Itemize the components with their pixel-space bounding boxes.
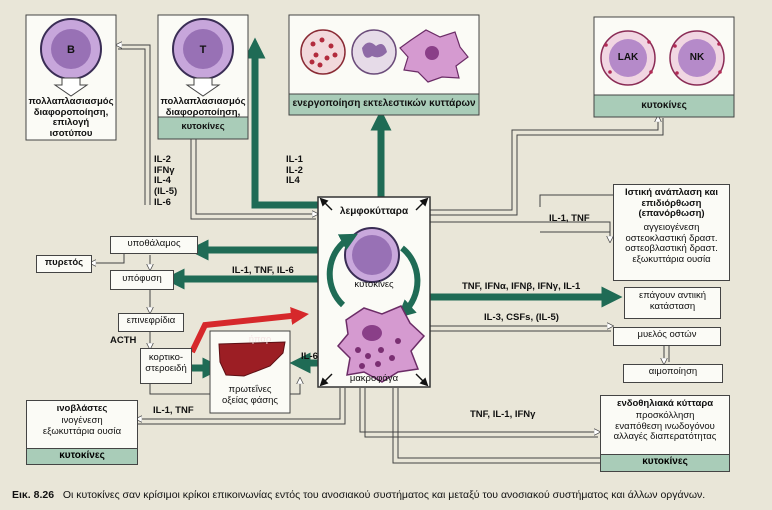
granulocyte-1 bbox=[300, 29, 346, 75]
granulocyte-1-granules bbox=[309, 37, 338, 68]
nk-cytokines-band: κυτοκίνες bbox=[641, 100, 687, 111]
b-cell-down-arrow bbox=[53, 77, 89, 97]
t-cell-cytokines-band: κυτοκίνες bbox=[181, 121, 225, 132]
tissue-cytokines: IL-1, TNF bbox=[549, 213, 590, 224]
fever-label: πυρετός bbox=[44, 257, 84, 268]
arrow-to-fibroblasts bbox=[138, 388, 341, 419]
liver-label: ήπαρ bbox=[248, 334, 272, 345]
hematopoiesis-label: αιμοποίηση bbox=[648, 366, 698, 377]
endothelium-cytokines-band: κυτοκίνες bbox=[601, 454, 729, 471]
figure-caption: Εικ. 8.26 Οι κυτοκίνες σαν κρίσιμοι κρίκ… bbox=[12, 489, 706, 502]
effector-activation-label: ενεργοποίηση εκτελεστικών κυττάρων bbox=[292, 98, 476, 109]
macrophage-nucleus bbox=[362, 325, 382, 341]
macrophage-cell bbox=[336, 305, 426, 383]
endothelium-cytokines: TNF, IL-1, IFNγ bbox=[470, 409, 536, 420]
fibroblast-cytokines: IL-1, TNF bbox=[153, 405, 194, 416]
arrow-hypo-to-fever bbox=[92, 252, 125, 263]
cytokines-label: κυτοκίνες bbox=[354, 279, 394, 290]
fibroblasts-cytokines-band: κυτοκίνες bbox=[27, 448, 137, 464]
macrophages-label: μακροφάγα bbox=[349, 373, 399, 384]
lak-cell-label: LAK bbox=[617, 52, 639, 63]
arrow-to-endothelium bbox=[359, 388, 598, 432]
macrophage-granules bbox=[355, 338, 401, 369]
corticosteroids-box: κορτικο-στεροειδή bbox=[140, 348, 192, 384]
adrenals-label: επινεφρίδια bbox=[126, 315, 176, 326]
figure-number: Εικ. 8.26 bbox=[12, 489, 55, 501]
t-cell-down-arrow bbox=[185, 77, 221, 97]
b-cell-nucleus bbox=[51, 29, 91, 69]
arrow-to-b-cells bbox=[118, 45, 151, 205]
lymphocytes-label: λεμφοκύτταρα bbox=[339, 206, 409, 217]
bone-marrow-box: μυελός οστών bbox=[613, 327, 721, 346]
nk-granules bbox=[604, 40, 722, 75]
liver-shape bbox=[218, 341, 286, 377]
arrow-center-to-t bbox=[244, 37, 322, 209]
hypothalamus-label: υποθάλαμος bbox=[127, 238, 181, 249]
hematopoiesis-box: αιμοποίηση bbox=[623, 364, 723, 383]
lymphocyte-nucleus bbox=[352, 235, 392, 275]
cycle-arrow-left bbox=[326, 233, 358, 308]
pituitary-label: υπόφυση bbox=[122, 273, 162, 284]
pituitary-box: υπόφυση bbox=[110, 270, 174, 290]
arrow-center-to-nk bbox=[430, 118, 658, 211]
il6-label: IL-6 bbox=[301, 351, 318, 362]
arrow-cortico-to-center bbox=[189, 306, 309, 354]
caption-text: Οι κυτοκίνες σαν κρίσιμοι κρίκοι επικοιν… bbox=[62, 489, 706, 501]
hypothalamus-box: υποθάλαμος bbox=[110, 236, 198, 254]
cycle-arrow-right bbox=[397, 245, 421, 319]
acth-label: ACTH bbox=[110, 335, 137, 346]
endothelium-title: ενδοθηλιακά κύτταρα bbox=[616, 398, 714, 409]
pituitary-cytokines: IL-1, TNF, IL-6 bbox=[232, 265, 294, 276]
adrenals-box: επινεφρίδια bbox=[118, 313, 184, 332]
t-cell-nucleus bbox=[183, 29, 223, 69]
arrow-endo-return bbox=[397, 388, 600, 459]
antiviral-cytokines: TNF, IFNα, IFNβ, IFNγ, IL-1 bbox=[462, 281, 581, 292]
fever-box: πυρετός bbox=[36, 255, 92, 273]
fibroblasts-title: ινοβλάστες bbox=[56, 403, 108, 414]
corticosteroids-label: κορτικο-στεροειδή bbox=[145, 352, 187, 374]
b-cell-label: B bbox=[67, 44, 75, 56]
nk-cell-label: NK bbox=[689, 52, 705, 63]
arrow-t-to-center bbox=[195, 110, 316, 214]
marrow-cytokines: IL-3, CSFs, (IL-5) bbox=[484, 312, 559, 323]
bone-marrow-label: μυελός οστών bbox=[637, 329, 697, 340]
t-cell-label: T bbox=[199, 44, 207, 56]
